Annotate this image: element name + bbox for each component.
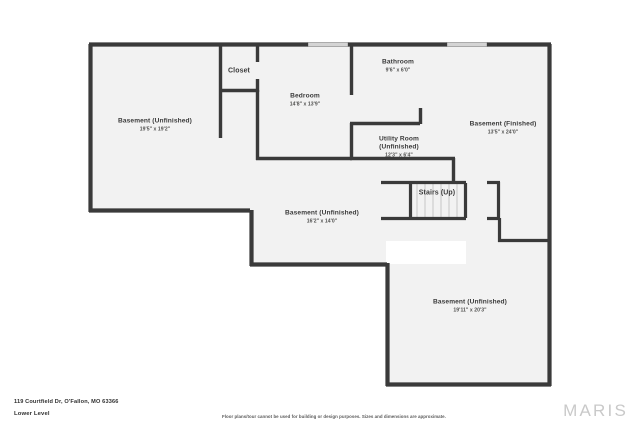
window-icon-top-left xyxy=(307,42,349,47)
disclaimer-text: Floor plans/tour cannot be used for buil… xyxy=(222,414,446,419)
window-icon-top-right xyxy=(446,42,488,47)
stairs-structure xyxy=(381,180,551,243)
maris-logo: MARIS xyxy=(563,401,628,420)
stairs-run-fill xyxy=(410,183,466,218)
interior-walls xyxy=(218,44,456,182)
floor-fill-lower-right xyxy=(386,264,551,386)
exterior-walls xyxy=(88,42,552,387)
property-address: 119 Courtfield Dr, O'Fallon, MO 63366 xyxy=(14,399,119,405)
stair-treads xyxy=(416,183,458,218)
floor-level-label: Lower Level xyxy=(14,411,50,417)
